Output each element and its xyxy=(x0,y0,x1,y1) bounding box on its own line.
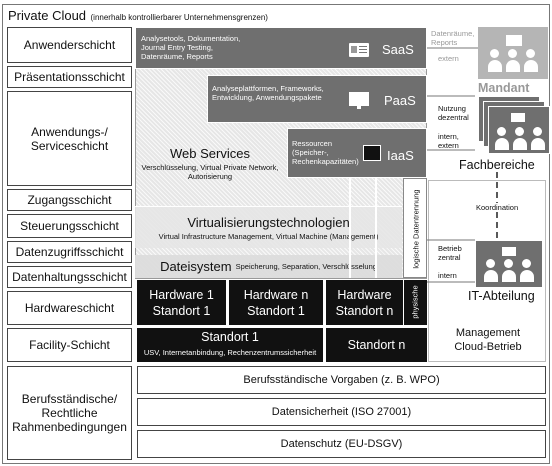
dateisystem-band: Dateisystem Speicherung, Separation, Ver… xyxy=(135,255,402,278)
physische-trennung-column: physische xyxy=(404,280,427,325)
standort-n-box: Standort n xyxy=(326,328,427,362)
rahmen-row-2: Datensicherheit (ISO 27001) xyxy=(137,398,546,426)
layer-zugang: Zugangsschicht xyxy=(7,189,132,211)
fachbereiche-label: Fachbereiche xyxy=(459,158,535,172)
hardware-box-3: Hardware Standort n xyxy=(326,280,403,325)
iaas-label: IaaS xyxy=(387,148,414,163)
diagram-title: Private Cloud (innerhalb kontrollierbare… xyxy=(8,7,268,25)
layer-datenzugriff: Datenzugriffsschicht xyxy=(7,241,132,263)
extern-label: extern xyxy=(438,54,459,63)
hardware-box-1: Hardware 1 Standort 1 xyxy=(137,280,226,325)
virtualisierung-desc: Virtual Infrastructure Management, Virtu… xyxy=(158,231,379,241)
standort-1-box: Standort 1 USV, Internetanbindung, Reche… xyxy=(137,328,323,362)
layer-anwendung: Anwendungs-/ Serviceschicht xyxy=(7,91,132,186)
web-services: Web Services Verschlüsselung, Virtual Pr… xyxy=(140,146,280,181)
mandant-label: Mandant xyxy=(478,81,530,95)
virtualisierung-band: Virtualisierungstechnologien Virtual Inf… xyxy=(135,206,402,248)
monitor-icon xyxy=(349,92,369,109)
virtualisierung-title: Virtualisierungstechnologien xyxy=(187,214,350,230)
fachbereiche-icon xyxy=(478,96,550,154)
intern-extern-label: intern, extern xyxy=(438,132,459,150)
column-divider xyxy=(349,178,351,278)
iaas-box: Ressourcen (Speicher-, Rechenkapazitäten… xyxy=(287,128,427,178)
mandant-icon xyxy=(478,27,548,79)
paas-label: PaaS xyxy=(384,93,416,108)
saas-box: Analysetools, Dokumentation, Journal Ent… xyxy=(135,27,427,69)
saas-icon xyxy=(349,43,369,57)
rahmen-row-3: Datenschutz (EU-DSGV) xyxy=(137,430,546,458)
web-services-desc: Verschlüsselung, Virtual Private Network… xyxy=(141,163,279,181)
title-text: Private Cloud xyxy=(8,8,87,23)
management-label: Management Cloud-Betrieb xyxy=(454,327,522,353)
layer-datenhaltung: Datenhaltungsschicht xyxy=(7,266,132,288)
logische-trennung-column: logische Datentrennung xyxy=(403,178,427,278)
column-divider xyxy=(375,178,377,278)
saas-desc: Analysetools, Dokumentation, Journal Ent… xyxy=(141,34,241,61)
rahmen-row-1: Berufsständische Vorgaben (z. B. WPO) xyxy=(137,366,546,394)
koordination-label: Koordination xyxy=(475,203,520,212)
layer-berufsstaendisch: Berufsständische/ Rechtliche Rahmenbedin… xyxy=(7,366,132,460)
it-abteilung-icon xyxy=(475,240,543,288)
layer-praesentation: Präsentationsschicht xyxy=(7,66,132,88)
layer-steuerung: Steuerungsschicht xyxy=(7,214,132,238)
datenraeume-label: Datenräume, Reports xyxy=(431,29,475,47)
standort-1-desc: USV, Internetanbindung, Rechenzentrumssi… xyxy=(143,348,317,357)
dateisystem-desc: Speicherung, Separation, Verschlüsselung xyxy=(235,262,377,271)
server-icon xyxy=(363,145,381,161)
paas-desc: Analyseplattformen, Frameworks, Entwickl… xyxy=(212,84,324,102)
it-abteilung-label: IT-Abteilung xyxy=(468,289,535,303)
iaas-desc: Ressourcen (Speicher-, Rechenkapazitäten… xyxy=(292,139,359,166)
dateisystem-title: Dateisystem xyxy=(160,259,232,274)
nutzung-label: Nutzung dezentral xyxy=(438,104,469,122)
subtitle-text: (innerhalb kontrollierbarer Unternehmens… xyxy=(90,13,268,22)
intern-label: intern xyxy=(438,271,457,280)
layer-hardware: Hardwareschicht xyxy=(7,291,132,325)
hardware-box-2: Hardware n Standort 1 xyxy=(229,280,323,325)
betrieb-label: Betrieb zentral xyxy=(438,244,462,262)
layer-facility: Facility-Schicht xyxy=(7,328,132,362)
layer-anwender: Anwenderschicht xyxy=(7,27,132,63)
saas-label: SaaS xyxy=(382,42,414,57)
paas-box: Analyseplattformen, Frameworks, Entwickl… xyxy=(207,75,427,123)
standort-1-title: Standort 1 xyxy=(201,330,259,344)
web-services-title: Web Services xyxy=(170,146,250,161)
